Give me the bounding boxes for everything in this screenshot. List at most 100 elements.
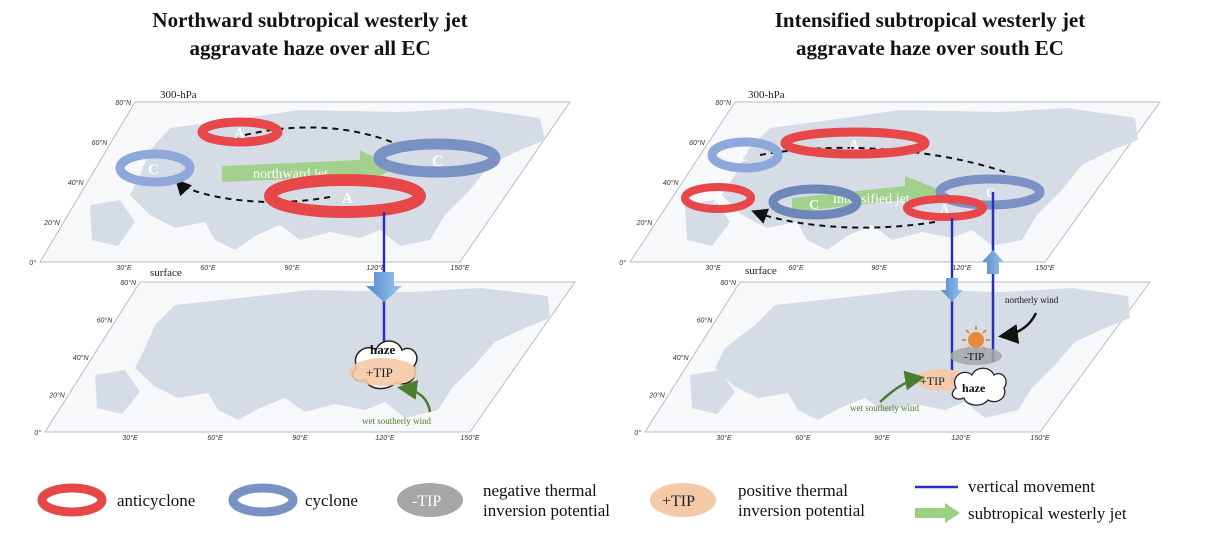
lat-tick-label: 80°N (115, 99, 132, 107)
right-lower-land (715, 288, 1130, 420)
lat-tick-label: 0° (619, 259, 626, 267)
legend-neg-tip-line1: negative thermal (483, 481, 597, 500)
right-cyclone-central-letter: C (809, 198, 819, 213)
lat-tick-label: 20°N (43, 219, 61, 227)
lon-tick-label: 120°E (952, 264, 971, 272)
right-features: intensified jet C A A C C A (681, 127, 1059, 413)
right-upper-map: 300-hPa (629, 89, 1161, 263)
legend-pos-tip-symbol: +TIP (662, 493, 695, 510)
right-dashed-loop (755, 146, 1006, 229)
left-anticyclone-north-letter: A (234, 126, 245, 142)
axis-ticks: 0° 20°N 40°N 60°N 80°N 30°E 60°E 90°E 120°E 150°E… (29, 99, 1055, 442)
legend-jet-arrow (915, 503, 960, 523)
lon-tick-label: 60°E (788, 264, 804, 272)
left-title-line2: aggravate haze over all EC (189, 36, 431, 60)
lon-tick-label: 30°E (116, 264, 132, 272)
legend-neg-tip-line2: inversion potential (483, 501, 611, 520)
left-cyclone-east-letter: C (432, 153, 444, 170)
lat-tick-label: 60°N (97, 317, 114, 325)
lat-tick-label: 80°N (720, 279, 737, 287)
lat-tick-label: 20°N (48, 392, 66, 400)
legend: A C -TIP +TIP (37, 483, 960, 523)
lat-tick-label: 20°N (648, 392, 666, 400)
legend-anticyclone-label: anticyclone (117, 491, 196, 510)
legend-jet-label: subtropical westerly jet (968, 504, 1127, 523)
legend-anticyclone-letter: A (66, 494, 78, 511)
legend-vertical-label: vertical movement (968, 477, 1095, 496)
legend-pos-tip-line1: positive thermal (738, 481, 849, 500)
lon-tick-label: 90°E (871, 264, 887, 272)
left-panel: 300-hPa surface (39, 89, 576, 433)
northerly-wind-arrow (998, 312, 1038, 344)
legend-neg-tip-ellipse (397, 483, 463, 517)
right-haze-label: haze (962, 381, 986, 395)
right-anticyclone-east-letter: A (940, 201, 950, 216)
lon-tick-label: 60°E (207, 434, 223, 442)
lat-tick-label: 60°N (697, 317, 714, 325)
lat-tick-label: 0° (34, 429, 41, 437)
legend-pos-tip-text: positive thermal inversion potential (738, 481, 865, 521)
right-cyclone-east: C (935, 174, 1045, 210)
left-anticyclone-main: A (264, 174, 426, 218)
right-neg-tip-label: -TIP (964, 351, 984, 363)
right-title-line2: aggravate haze over south EC (796, 36, 1064, 60)
lat-tick-label: 20°N (636, 219, 654, 227)
right-panel: 300-hPa surface (629, 89, 1161, 433)
legend-pos-tip-ellipse (650, 483, 716, 517)
legend-pos-tip-line2: inversion potential (738, 501, 866, 520)
right-cyclone-northwest: C (707, 137, 783, 173)
right-pos-tip-label: +TIP (920, 374, 945, 388)
lon-tick-label: 30°E (705, 264, 721, 272)
left-features: northward jet A C C A haze (115, 117, 501, 426)
right-anticyclone-west-letter: A (713, 193, 724, 208)
legend-cyclone-icon: C (228, 483, 298, 517)
left-panel-title: Northward subtropical westerly jet aggra… (90, 6, 530, 62)
right-panel-title: Intensified subtropical westerly jet agg… (700, 6, 1160, 62)
lon-tick-label: 120°E (375, 434, 394, 442)
lon-tick-label: 60°E (200, 264, 216, 272)
left-cyclone-west: C (115, 149, 195, 187)
left-cyclone-west-letter: C (148, 162, 159, 178)
right-surface-label: surface (745, 265, 777, 277)
lat-tick-label: 0° (634, 429, 641, 437)
right-wind-label: wet southerly wind (850, 403, 919, 413)
right-cyclone-central: C (768, 184, 862, 220)
left-surface-label: surface (150, 267, 182, 279)
right-descending-arrow (941, 278, 963, 302)
lon-tick-label: 60°E (795, 434, 811, 442)
left-lower-land (135, 288, 550, 420)
northerly-wind-label: northerly wind (1005, 295, 1059, 305)
lat-tick-label: 60°N (92, 139, 109, 147)
right-title-line1: Intensified subtropical westerly jet (774, 8, 1086, 32)
lat-tick-label: 80°N (120, 279, 137, 287)
lon-tick-label: 150°E (450, 264, 469, 272)
lat-tick-label: 40°N (673, 354, 690, 362)
lat-tick-label: 40°N (68, 179, 85, 187)
right-anticyclone-west: A (681, 183, 755, 213)
legend-cyclone-letter: C (257, 494, 269, 511)
lon-tick-label: 150°E (460, 434, 479, 442)
lat-tick-label: 0° (29, 259, 36, 267)
left-anticyclone-main-letter: A (342, 191, 353, 207)
right-haze-cloud: haze (951, 367, 1007, 406)
lat-tick-label: 40°N (73, 354, 90, 362)
right-neg-tip-ellipse (950, 347, 1002, 365)
right-cyclone-northwest-letter: C (738, 150, 748, 165)
legend-neg-tip-symbol: -TIP (412, 493, 441, 510)
legend-anticyclone-icon: A (37, 483, 107, 517)
right-lower-map: surface (644, 265, 1151, 433)
right-cyclone-east-letter: C (986, 185, 995, 200)
lon-tick-label: 150°E (1035, 264, 1054, 272)
left-pos-tip-ellipse (349, 358, 417, 386)
lon-tick-label: 150°E (1030, 434, 1049, 442)
legend-neg-tip-text: negative thermal inversion potential (483, 481, 610, 521)
left-title-line1: Northward subtropical westerly jet (152, 8, 468, 32)
lon-tick-label: 90°E (284, 264, 300, 272)
right-anticyclone-east: A (903, 195, 987, 221)
lon-tick-label: 120°E (951, 434, 970, 442)
lon-tick-label: 120°E (366, 264, 385, 272)
left-upper-level-label: 300-hPa (160, 89, 197, 101)
left-wind-arrow (397, 379, 432, 413)
left-haze-label: haze (370, 342, 396, 357)
lon-tick-label: 90°E (292, 434, 308, 442)
